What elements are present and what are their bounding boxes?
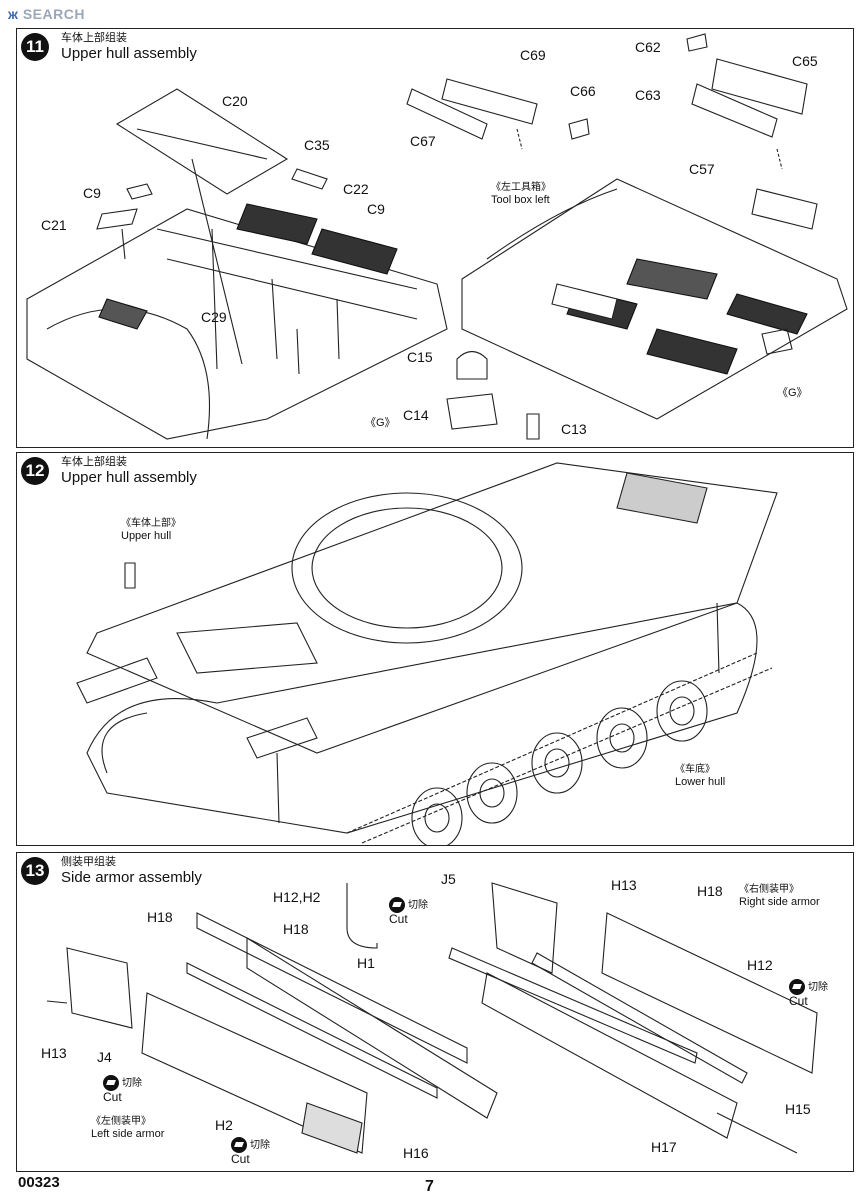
label-upper-hull: 《车体上部》 Upper hull	[121, 518, 181, 542]
label-c14: C14	[403, 407, 429, 423]
cut-icon	[231, 1137, 247, 1153]
label-right-side-armor: 《右侧装甲》 Right side armor	[739, 884, 820, 908]
label-j5: J5	[441, 871, 456, 887]
label-c9-a: C9	[83, 185, 101, 201]
label-left-side-armor: 《左侧装甲》 Left side armor	[91, 1116, 165, 1140]
watermark: ж SEARCH	[8, 6, 85, 22]
label-c67: C67	[410, 133, 436, 149]
label-h1: H1	[357, 955, 375, 971]
label-c57: C57	[689, 161, 715, 177]
step-13-panel: 13 侧装甲组装 Side armor assembly H12,H2 J5 H…	[16, 852, 854, 1172]
label-c22: C22	[343, 181, 369, 197]
label-c20: C20	[222, 93, 248, 109]
label-j4: J4	[97, 1049, 112, 1065]
cut-icon	[103, 1075, 119, 1091]
label-c13: C13	[561, 421, 587, 437]
cut-icon	[389, 897, 405, 913]
label-g-right: 《G》	[777, 387, 808, 399]
label-h18-left-b: H18	[283, 921, 309, 937]
label-h17: H17	[651, 1139, 677, 1155]
label-h18-left-a: H18	[147, 909, 173, 925]
step-number: 12	[21, 457, 49, 485]
upper-hull-drawing	[26, 33, 848, 440]
cut-icon	[789, 979, 805, 995]
label-h12: H12	[747, 957, 773, 973]
label-c63: C63	[635, 87, 661, 103]
label-c29: C29	[201, 309, 227, 325]
page-number: 7	[425, 1178, 434, 1195]
label-lower-hull: 《车底》 Lower hull	[675, 764, 726, 788]
label-h13-right: H13	[611, 877, 637, 893]
step-11-panel: 11 车体上部组装 Upper hull assembly	[16, 28, 854, 448]
step-title: 侧装甲组装 Side armor assembly	[61, 856, 202, 886]
label-h16: H16	[403, 1145, 429, 1161]
side-armor-drawing	[46, 882, 818, 1154]
step-number: 13	[21, 857, 49, 885]
product-code: 00323	[18, 1174, 60, 1191]
label-h12-h2: H12,H2	[273, 889, 321, 905]
label-c69: C69	[520, 47, 546, 63]
hull-joining-drawing	[76, 462, 778, 845]
label-toolbox-left: 《左工具箱》 Tool box left	[491, 182, 551, 206]
label-c65: C65	[792, 53, 818, 69]
label-h2: H2	[215, 1117, 233, 1133]
step-title: 车体上部组装 Upper hull assembly	[61, 32, 197, 62]
label-h15: H15	[785, 1101, 811, 1117]
label-c21: C21	[41, 217, 67, 233]
label-c9-b: C9	[367, 201, 385, 217]
label-h18-right: H18	[697, 883, 723, 899]
label-c15: C15	[407, 349, 433, 365]
step-number: 11	[21, 33, 49, 61]
label-c66: C66	[570, 83, 596, 99]
step-title: 车体上部组装 Upper hull assembly	[61, 456, 197, 486]
label-h13-left: H13	[41, 1045, 67, 1061]
label-g-left: 《G》	[365, 417, 396, 429]
label-c35: C35	[304, 137, 330, 153]
step-12-panel: 12 车体上部组装 Upper hull assembly	[16, 452, 854, 846]
label-c62: C62	[635, 39, 661, 55]
